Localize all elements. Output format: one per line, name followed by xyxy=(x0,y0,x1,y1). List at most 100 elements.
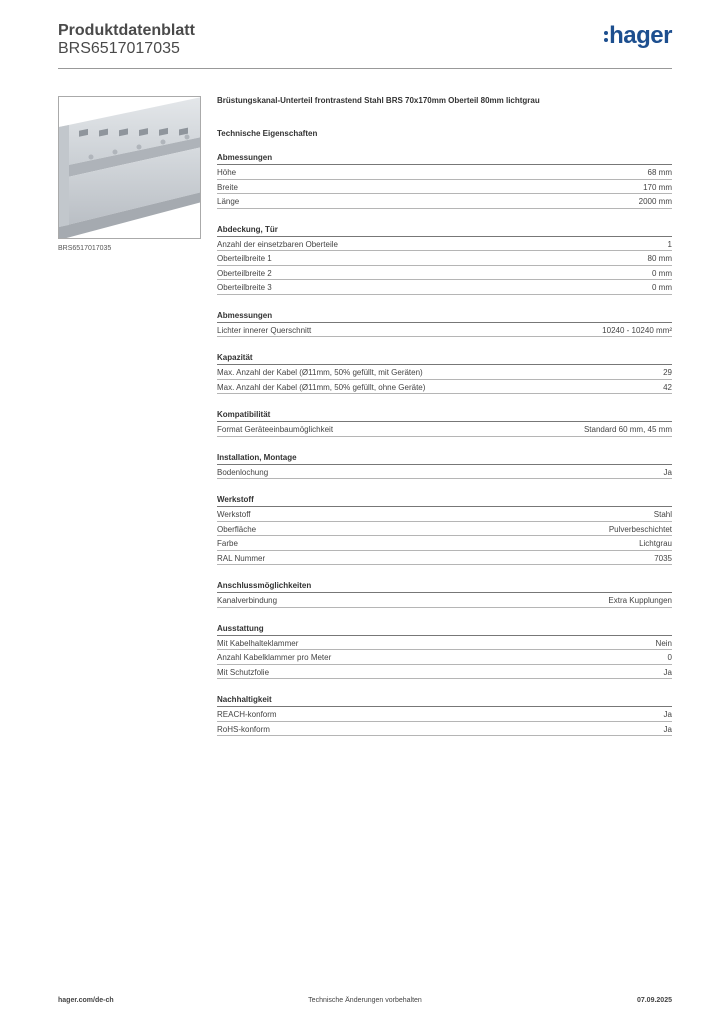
cable-duct-illustration xyxy=(59,97,200,238)
spec-value: 170 mm xyxy=(643,182,672,192)
spec-label: Länge xyxy=(217,197,240,206)
spec-row: Farbe Lichtgrau xyxy=(217,536,672,551)
spec-value: 10240 - 10240 mm² xyxy=(602,325,672,335)
spec-row: Anzahl Kabelklammer pro Meter 0 xyxy=(217,650,672,665)
spec-label: Höhe xyxy=(217,168,237,177)
spec-label: Oberteilbreite 1 xyxy=(217,254,272,263)
spec-value: 0 xyxy=(667,653,672,662)
spec-label: Lichter innerer Querschnitt xyxy=(217,325,312,335)
spec-label: Farbe xyxy=(217,539,238,548)
spec-label: Werkstoff xyxy=(217,510,251,519)
spec-value: Pulverbeschichtet xyxy=(608,524,672,534)
product-details: Brüstungskanal-Unterteil frontrastend St… xyxy=(217,96,672,736)
spec-label: Kanalverbindung xyxy=(217,596,278,605)
spec-row: Max. Anzahl der Kabel (Ø11mm, 50% gefüll… xyxy=(217,380,672,394)
spec-row: Kanalverbindung Extra Kupplungen xyxy=(217,593,672,608)
spec-row: Lichter innerer Querschnitt 10240 - 10240… xyxy=(217,323,672,337)
product-image xyxy=(58,96,201,239)
spec-label: Max. Anzahl der Kabel (Ø11mm, 50% gefüll… xyxy=(217,382,426,392)
spec-label: Mit Schutzfolie xyxy=(217,667,270,677)
spec-row: Höhe 68 mm xyxy=(217,165,672,180)
spec-value: Ja xyxy=(663,724,672,734)
spec-label: Oberteilbreite 3 xyxy=(217,283,272,292)
spec-row: RoHS-konform Ja xyxy=(217,722,672,736)
footer-disclaimer: Technische Änderungen vorbehalten xyxy=(308,997,422,1004)
spec-row: Format Geräteeinbaumöglichkeit Standard 6… xyxy=(217,422,672,437)
spec-row: Mit Schutzfolie Ja xyxy=(217,665,672,679)
section-heading: Werkstoff xyxy=(217,495,672,507)
section-heading: Nachhaltigkeit xyxy=(217,695,672,707)
logo-text: hager xyxy=(609,22,672,49)
spec-row: Oberteilbreite 1 80 mm xyxy=(217,251,672,266)
technical-properties-heading: Technische Eigenschaften xyxy=(217,129,318,138)
spec-value: Extra Kupplungen xyxy=(608,596,672,605)
footer-date: 07.09.2025 xyxy=(636,997,672,1004)
spec-row: Breite 170 mm xyxy=(217,180,672,194)
footer-website: hager.com/de-ch xyxy=(58,997,114,1004)
spec-row: Oberfläche Pulverbeschichtet xyxy=(217,522,672,536)
section-heading: Anschlussmöglichkeiten xyxy=(217,581,672,593)
spec-value: Lichtgrau xyxy=(639,539,672,548)
spec-label: Anzahl Kabelklammer pro Meter xyxy=(217,653,332,662)
page-header: Produktdatenblatt BRS6517017035 hager xyxy=(58,20,672,70)
spec-label: Max. Anzahl der Kabel (Ø11mm, 50% gefüll… xyxy=(217,368,423,377)
spec-value: Ja xyxy=(663,467,672,477)
section-heading: Abdeckung, Tür xyxy=(217,225,672,237)
spec-value: 80 mm xyxy=(647,254,672,263)
section-heading: Installation, Montage xyxy=(217,453,672,465)
section-heading: Ausstattung xyxy=(217,624,672,636)
spec-label: RoHS-konform xyxy=(217,724,270,734)
spec-label: Oberteilbreite 2 xyxy=(217,268,272,278)
product-code: BRS6517017035 xyxy=(58,40,180,57)
section-heading: Abmessungen xyxy=(217,311,672,323)
spec-value: Standard 60 mm, 45 mm xyxy=(583,425,672,434)
spec-value: 2000 mm xyxy=(638,197,672,206)
spec-value: Nein xyxy=(655,638,672,648)
spec-label: RAL Nummer xyxy=(217,553,266,563)
section-heading: Abmessungen xyxy=(217,153,672,165)
spec-row: Max. Anzahl der Kabel (Ø11mm, 50% gefüll… xyxy=(217,365,672,380)
spec-label: REACH-konform xyxy=(217,710,277,719)
document-title: Produktdatenblatt xyxy=(58,22,195,39)
spec-label: Format Geräteeinbaumöglichkeit xyxy=(217,425,334,434)
spec-value: 42 xyxy=(663,382,672,392)
spec-row: Oberteilbreite 2 0 mm xyxy=(217,266,672,280)
spec-row: Werkstoff Stahl xyxy=(217,507,672,522)
spec-label: Breite xyxy=(217,182,238,192)
header-divider xyxy=(58,68,672,69)
spec-label: Oberfläche xyxy=(217,524,257,534)
spec-row: Oberteilbreite 3 0 mm xyxy=(217,280,672,295)
product-title: Brüstungskanal-Unterteil frontrastend St… xyxy=(217,96,540,105)
section-heading: Kapazität xyxy=(217,353,672,365)
spec-value: 29 xyxy=(663,368,672,377)
spec-value: 0 mm xyxy=(652,283,672,292)
logo-dots-icon xyxy=(604,31,609,45)
spec-row: Länge 2000 mm xyxy=(217,194,672,209)
section-heading: Kompatibilität xyxy=(217,410,672,422)
hager-logo: hager xyxy=(604,24,672,48)
spec-value: Ja xyxy=(663,667,672,677)
image-caption: BRS6517017035 xyxy=(58,245,112,252)
spec-label: Mit Kabelhalteklammer xyxy=(217,638,299,648)
spec-value: Stahl xyxy=(653,510,672,519)
spec-value: Ja xyxy=(663,710,672,719)
page-footer: hager.com/de-ch Technische Änderungen vo… xyxy=(58,997,672,1011)
spec-value: 68 mm xyxy=(647,168,672,177)
spec-row: Mit Kabelhalteklammer Nein xyxy=(217,636,672,650)
spec-value: 0 mm xyxy=(652,268,672,278)
spec-row: REACH-konform Ja xyxy=(217,707,672,722)
